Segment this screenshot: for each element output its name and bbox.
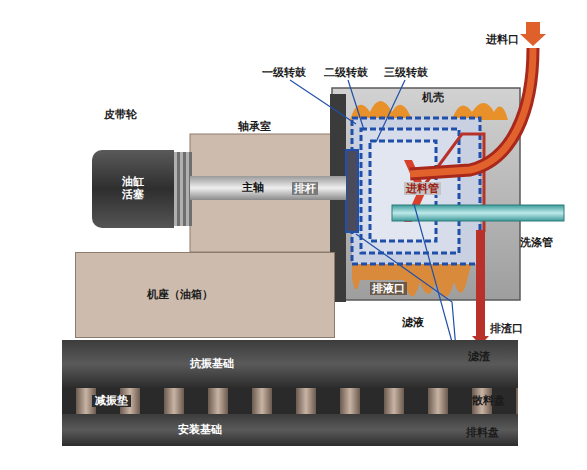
part-label: 排料盘 bbox=[466, 426, 499, 439]
pusher-plate bbox=[346, 150, 358, 232]
third-stage-drum bbox=[352, 118, 480, 264]
leader-line bbox=[348, 80, 364, 130]
part-label: 洗涤管 bbox=[520, 236, 553, 249]
filtrate-outlet bbox=[352, 262, 472, 297]
main-shaft: 主轴 bbox=[190, 176, 346, 200]
pulley-body bbox=[172, 152, 192, 226]
machine-base: 机座（油箱） bbox=[75, 252, 335, 338]
part-label: 进料口 bbox=[486, 33, 519, 46]
node-text: 安装基础 bbox=[178, 424, 222, 437]
node-text: 减振垫 bbox=[92, 395, 131, 408]
part-label: 排渣口 bbox=[490, 322, 523, 335]
installation-foundation: 安装基础 bbox=[62, 414, 518, 446]
part-label: 一级转鼓 bbox=[262, 66, 306, 79]
belt-pulley bbox=[172, 152, 192, 226]
node-text: 抗振基础 bbox=[190, 358, 234, 371]
node-text: 主轴 bbox=[242, 182, 264, 195]
discharge-pipe bbox=[476, 230, 485, 336]
leader-line bbox=[376, 80, 405, 142]
part-label: 散料盘 bbox=[472, 394, 505, 407]
part-label: 机壳 bbox=[420, 91, 446, 104]
node-text: 油缸 活塞 bbox=[120, 176, 145, 201]
pulley-rib bbox=[174, 152, 177, 226]
part-label: 进料管 bbox=[404, 182, 441, 195]
damping-pad-layer: 减振垫 bbox=[62, 388, 518, 414]
part-label: 排杆 bbox=[292, 182, 318, 195]
part-label: 轴承室 bbox=[238, 120, 271, 133]
feed-arrow bbox=[520, 22, 546, 46]
feed-pipe-outline bbox=[410, 48, 533, 174]
part-label: 滤液 bbox=[402, 316, 424, 329]
anti-vibration-foundation: 抗振基础 bbox=[62, 340, 518, 388]
leader-line bbox=[290, 80, 356, 124]
part-label: 皮带轮 bbox=[104, 108, 137, 121]
part-label: 三级转鼓 bbox=[384, 66, 428, 79]
pulley-rib bbox=[186, 152, 189, 226]
second-stage-drum bbox=[361, 129, 459, 253]
feed-pipe bbox=[410, 48, 533, 174]
pulley-rib bbox=[180, 152, 183, 226]
part-label: 滤渣 bbox=[468, 350, 490, 363]
part-label: 二级转鼓 bbox=[324, 66, 368, 79]
oil-cylinder: 油缸 活塞 bbox=[92, 150, 174, 228]
node-text: 机座（油箱） bbox=[147, 289, 213, 302]
part-label: 排液口 bbox=[370, 282, 407, 295]
